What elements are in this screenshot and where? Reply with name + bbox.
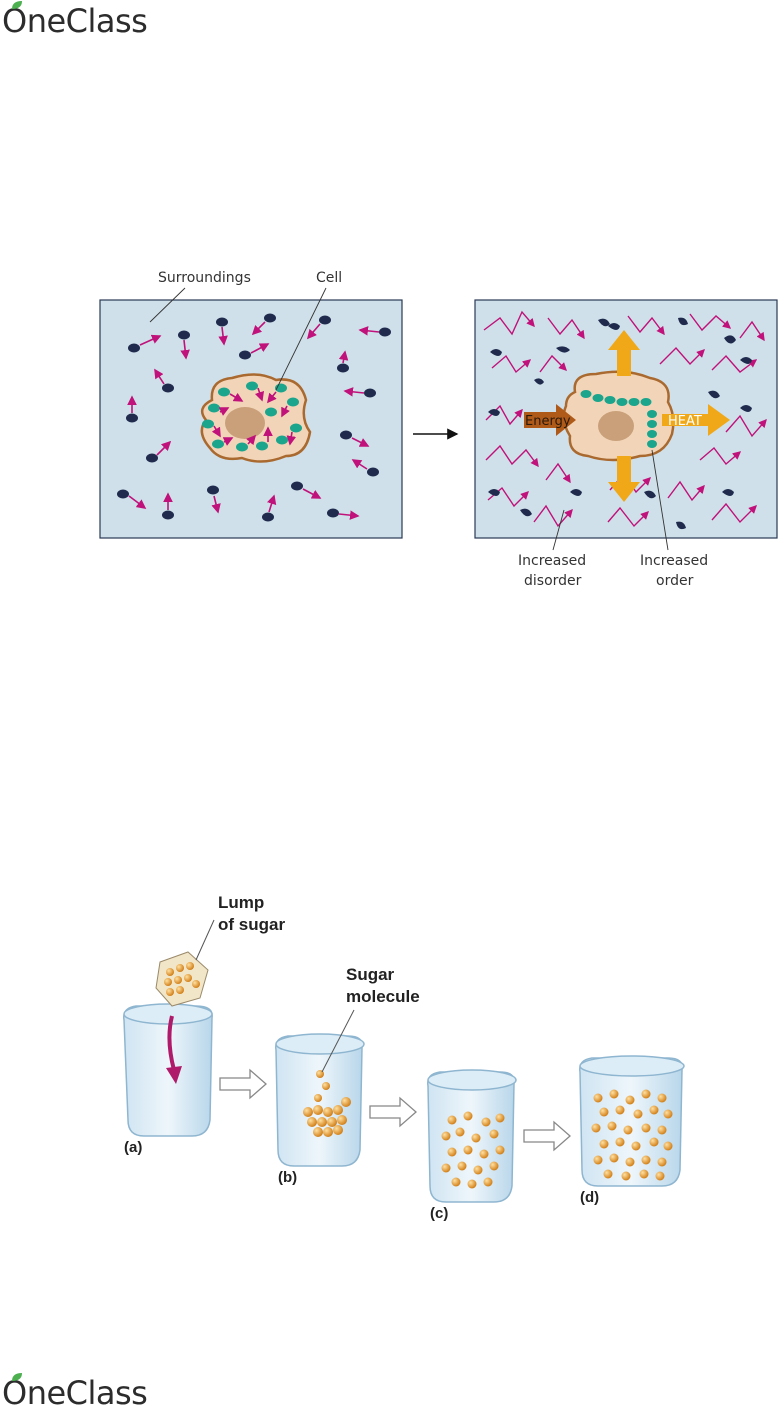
- beaker-d: [580, 1056, 684, 1186]
- increased-disorder-label-1: Increased: [518, 553, 586, 569]
- beaker-b: [276, 1034, 364, 1166]
- leaf-icon: [10, 0, 24, 10]
- surroundings-label: Surroundings: [158, 270, 251, 286]
- leaf-icon: [10, 1372, 24, 1382]
- lump-leader: [196, 920, 214, 960]
- label-d: (d): [580, 1189, 599, 1206]
- sugar-diffusion-diagram: Lump of sugar (a) Sugar molecule (b) (: [0, 880, 784, 1240]
- step-arrow-1: [220, 1070, 266, 1098]
- cell-entropy-diagram: Surroundings Cell: [0, 260, 784, 600]
- oneclass-logo-bottom: OneClass: [2, 1374, 147, 1414]
- sugar-molecule-label-2: molecule: [346, 987, 420, 1006]
- increased-disorder-label-2: disorder: [524, 573, 582, 589]
- label-a: (a): [124, 1139, 142, 1156]
- sugar-cube: [156, 952, 208, 1006]
- cell-label: Cell: [316, 270, 342, 286]
- heat-label: HEAT: [668, 414, 702, 429]
- lump-label-2: of sugar: [218, 915, 285, 934]
- nucleus-left: [225, 407, 265, 439]
- increased-order-label-1: Increased: [640, 553, 708, 569]
- nucleus-right: [598, 411, 634, 441]
- lump-label-1: Lump: [218, 893, 264, 912]
- step-arrow-3: [524, 1122, 570, 1150]
- energy-label: Energy: [525, 414, 571, 429]
- beaker-c: [428, 1070, 516, 1202]
- label-c: (c): [430, 1205, 448, 1222]
- step-arrow-2: [370, 1098, 416, 1126]
- increased-order-label-2: order: [656, 573, 694, 589]
- label-b: (b): [278, 1169, 297, 1186]
- sugar-molecule-label-1: Sugar: [346, 965, 395, 984]
- oneclass-logo-top: OneClass: [2, 2, 147, 42]
- beaker-a: [124, 1004, 212, 1136]
